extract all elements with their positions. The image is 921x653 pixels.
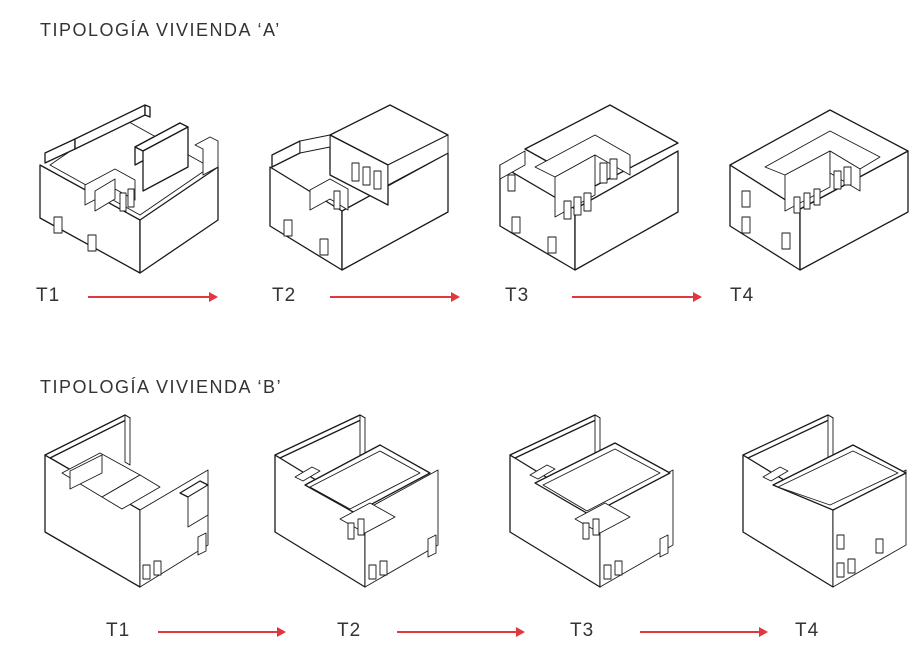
stage-label-b-t1: T1 xyxy=(106,620,131,641)
axonometric-b-t2 xyxy=(274,414,439,588)
section-title-b: TIPOLOGÍA VIVIENDA ‘B’ xyxy=(40,377,283,397)
stage-label-a-t4: T4 xyxy=(730,285,755,306)
axonometric-a-t3 xyxy=(499,104,679,271)
axonometric-b-t3 xyxy=(509,414,674,588)
axonometric-a-t2 xyxy=(269,104,449,271)
arrow-b-3 xyxy=(640,627,768,637)
arrow-a-2 xyxy=(330,292,460,302)
arrow-a-1 xyxy=(88,292,218,302)
axonometric-a-t4 xyxy=(729,109,909,271)
axonometric-a-t1 xyxy=(39,104,219,274)
stage-label-b-t4: T4 xyxy=(795,620,820,641)
stage-label-a-t1: T1 xyxy=(36,285,61,306)
stage-label-a-t3: T3 xyxy=(505,285,530,306)
axonometric-b-t4 xyxy=(742,414,907,588)
stage-label-b-t2: T2 xyxy=(337,620,362,641)
stage-label-a-t2: T2 xyxy=(272,285,297,306)
arrow-a-3 xyxy=(572,292,702,302)
arrow-b-2 xyxy=(397,627,525,637)
axonometric-b-t1 xyxy=(44,414,209,588)
stage-label-b-t3: T3 xyxy=(570,620,595,641)
section-title-a: TIPOLOGÍA VIVIENDA ‘A’ xyxy=(40,20,281,40)
arrow-b-1 xyxy=(158,627,286,637)
